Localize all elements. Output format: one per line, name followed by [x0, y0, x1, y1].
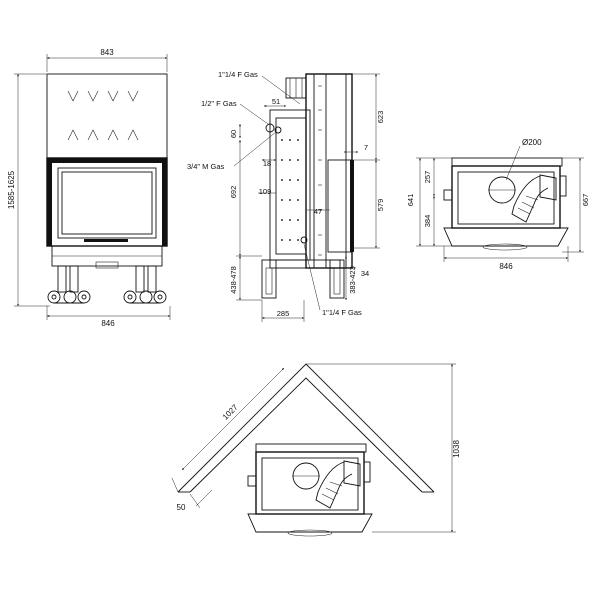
dim-top-846-label: 846 — [499, 262, 513, 271]
firebox-right-band — [162, 158, 167, 246]
base-slot — [95, 261, 119, 269]
label-gas-half: 1/2" F Gas — [201, 99, 237, 108]
label-gas-top: 1"1/4 F Gas — [218, 70, 258, 79]
door-handle — [84, 239, 128, 242]
top-view: Ø200 257 384 641 667 846 — [406, 138, 590, 271]
gas-fitting-bottom — [300, 236, 308, 244]
dim-51-label: 51 — [272, 97, 280, 106]
dim-109-label: 109 — [259, 187, 272, 196]
gas-fitting-half — [265, 123, 275, 133]
dim-285-label: 285 — [277, 309, 290, 318]
corner-elbow-pipe — [315, 461, 353, 509]
rib-marks — [318, 85, 322, 256]
body-main — [305, 73, 353, 269]
dim-1027-label: 1027 — [221, 402, 240, 421]
corner-wall-inner — [189, 377, 423, 493]
firebox-left-band — [47, 158, 52, 246]
wheels — [47, 290, 167, 304]
elbow-head — [539, 174, 557, 201]
corner-back-band — [255, 443, 367, 453]
firebox-glass — [57, 167, 157, 239]
firebox-frame — [46, 157, 168, 247]
dim-1038-label: 1038 — [452, 440, 461, 458]
dim-579-label: 579 — [376, 199, 385, 212]
dim-383-label: 383-423 — [348, 266, 357, 294]
top-front-plate — [443, 227, 569, 247]
vent-marks-bottom — [67, 129, 139, 141]
corner-front-plate — [247, 513, 373, 533]
side-leg — [261, 259, 277, 299]
gas-block-inner — [275, 117, 307, 255]
corner-view: 1027 1038 50 — [171, 363, 461, 537]
firebox-top-band — [47, 158, 167, 163]
door-profile — [327, 159, 353, 253]
firebox-glass-inner — [61, 171, 153, 235]
dim-height-label: 1585-1625 — [7, 170, 16, 209]
side-view: 1"1/4 F Gas 1/2" F Gas 3/4" M Gas 1"1/4 … — [187, 70, 385, 322]
dim-diameter-label: Ø200 — [522, 138, 542, 147]
dim-641-label: 641 — [406, 194, 415, 207]
dim-384-label: 384 — [423, 215, 432, 228]
front-view: 843 1585-1625 — [7, 48, 171, 328]
gas-block-dots — [281, 139, 299, 241]
top-back-band — [451, 157, 563, 167]
dim-34-label: 34 — [361, 269, 369, 278]
hood-panel — [46, 73, 168, 159]
dim-846-label: 846 — [101, 319, 115, 328]
dim-18-label: 18 — [263, 159, 271, 168]
corner-wall-outer — [177, 363, 435, 493]
dim-47-label: 47 — [314, 207, 322, 216]
dim-667-label: 667 — [581, 194, 590, 207]
dim-692-label: 692 — [229, 186, 238, 199]
label-gas-bottom: 1"1/4 F Gas — [322, 308, 362, 317]
vent-marks-top — [67, 90, 139, 102]
dim-438-label: 438-478 — [229, 266, 238, 294]
dim-50-label: 50 — [177, 503, 186, 512]
dim-623-label: 623 — [376, 111, 385, 124]
label-gas-m: 3/4" M Gas — [187, 162, 225, 171]
legs — [57, 265, 157, 293]
dim-7-label: 7 — [364, 143, 368, 152]
gas-fitting-m — [274, 126, 282, 134]
elbow-pipe — [511, 175, 549, 223]
dim-843-label: 843 — [100, 48, 114, 57]
dim-60-label: 60 — [229, 130, 238, 138]
dim-257-label: 257 — [423, 171, 432, 184]
